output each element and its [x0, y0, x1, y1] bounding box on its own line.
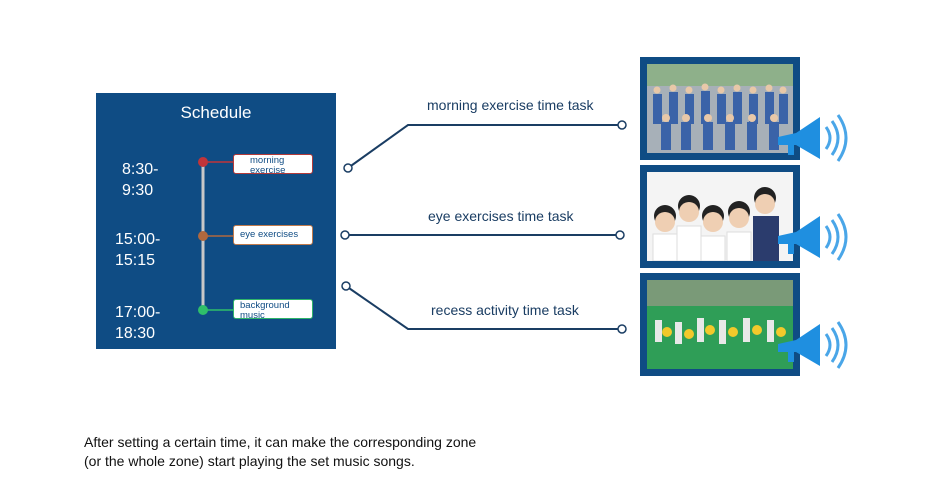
connector-3-end: [617, 324, 627, 334]
photo-eye-exercises: [640, 165, 800, 268]
photo-morning-exercise: [640, 57, 800, 160]
timeline: [198, 157, 233, 315]
connector-2-start: [340, 230, 350, 240]
time-slot-2-text: 15:00- 15:15: [115, 231, 161, 269]
time-slot-1: 8:30- 9:30: [122, 159, 158, 201]
footer-caption: After setting a certain time, it can mak…: [84, 433, 476, 471]
timeline-dot-1: [198, 157, 208, 167]
speaker-icon: [778, 321, 848, 369]
tag-background-music: background music: [233, 299, 313, 319]
connector-1-end: [617, 120, 627, 130]
photo-morning-exercise-image: [647, 64, 793, 153]
footer-line-1: After setting a certain time, it can mak…: [84, 434, 477, 450]
photo-recess-activity-image: [647, 280, 793, 369]
photo-recess-activity: [640, 273, 800, 376]
speaker-icon: [778, 114, 848, 162]
task-label-eye: eye exercises time task: [428, 208, 574, 224]
task-label-recess: recess activity time task: [431, 302, 579, 318]
connector-2-end: [615, 230, 625, 240]
connector-1-start: [343, 163, 353, 173]
task-label-morning: morning exercise time task: [427, 97, 594, 113]
timeline-dot-2: [198, 231, 208, 241]
time-slot-1-text: 8:30- 9:30: [122, 161, 159, 199]
footer-line-2: (or the whole zone) start playing the se…: [84, 453, 415, 469]
time-slot-2: 15:00- 15:15: [115, 229, 160, 271]
timeline-dot-3: [198, 305, 208, 315]
schedule-panel: Schedule 8:30- 9:30 15:00- 15:15 17:00- …: [96, 93, 336, 349]
connector-3-start: [341, 281, 351, 291]
photo-eye-exercises-image: [647, 172, 793, 261]
tag-eye-exercises: eye exercises: [233, 225, 313, 245]
connector-1: [347, 124, 622, 169]
tag-morning-exercise: morning exercise: [233, 154, 313, 174]
time-slot-3: 17:00- 18:30: [115, 302, 160, 344]
time-slot-3-text: 17:00- 18:30: [115, 304, 161, 342]
schedule-title: Schedule: [180, 103, 252, 122]
speaker-icon: [778, 213, 848, 261]
connector-3: [345, 285, 622, 330]
